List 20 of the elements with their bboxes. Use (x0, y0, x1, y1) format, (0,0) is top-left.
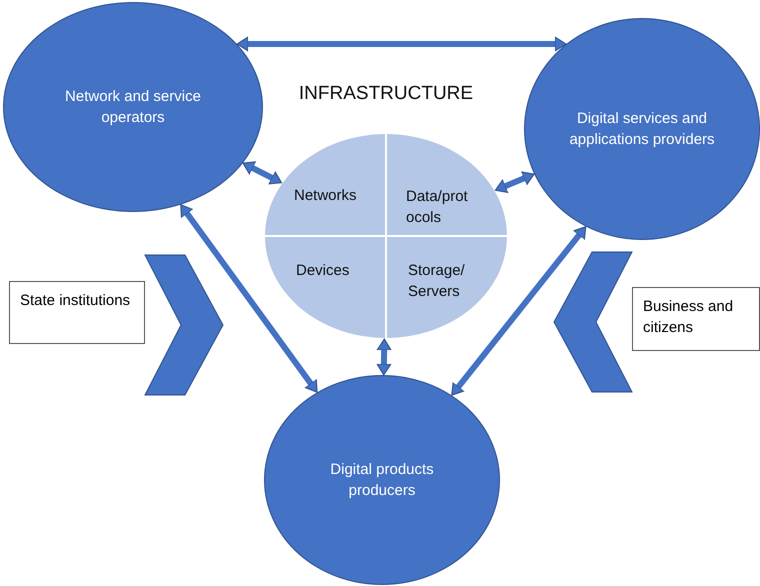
double-arrow (242, 161, 282, 184)
text-box (9, 281, 145, 344)
chevron-arrow (553, 252, 633, 392)
double-arrow (451, 226, 586, 396)
quadrant-label: Storage/ Servers (408, 260, 488, 302)
text-box (632, 287, 760, 351)
double-arrow (494, 171, 535, 194)
quadrant-label: Data/prot ocols (406, 186, 488, 228)
double-arrow (180, 204, 318, 393)
heading: INFRASTRUCTURE (298, 83, 474, 105)
circle-label: Network and service operators (64, 87, 202, 128)
box-label: Business and citizens (643, 297, 734, 338)
circle-label: Digital products producers (329, 460, 435, 501)
quadrant-label: Devices (296, 260, 386, 281)
double-arrow (376, 338, 392, 376)
chevron-arrow (144, 254, 224, 396)
box-label: State institutions (20, 291, 132, 311)
double-arrow (236, 36, 567, 52)
quadrant-label: Networks (294, 185, 384, 206)
circle-label: Digital services and applications providers (568, 109, 716, 150)
